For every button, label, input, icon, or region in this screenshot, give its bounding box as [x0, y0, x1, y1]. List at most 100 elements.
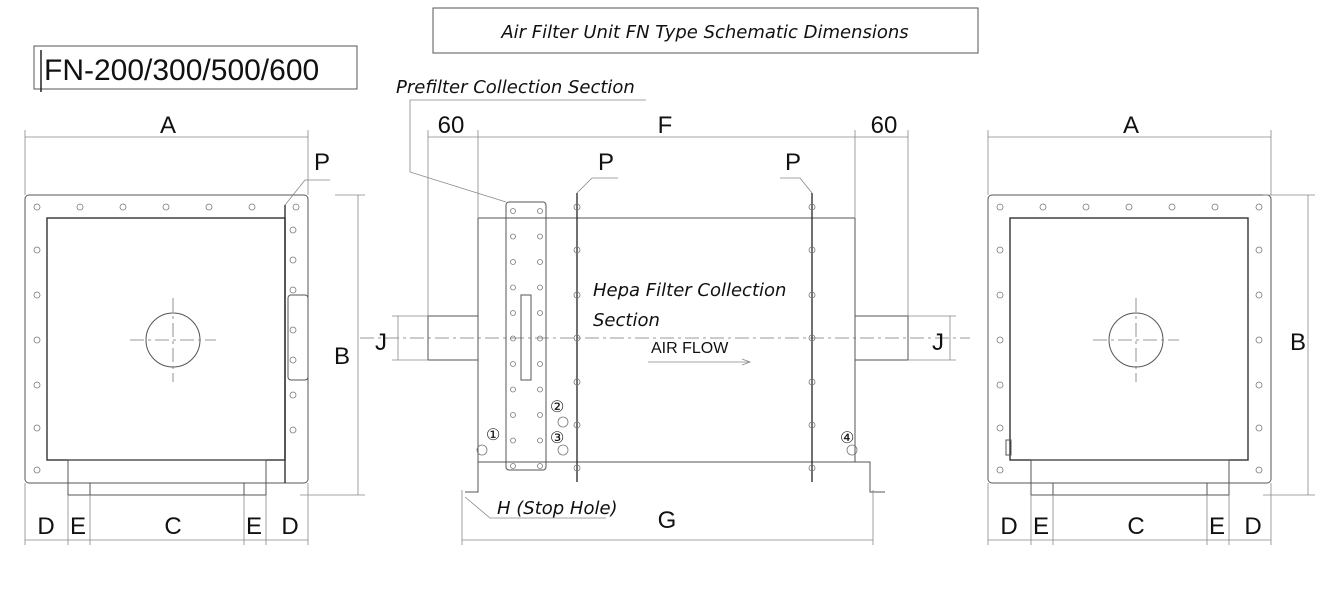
port-3: ③ — [550, 430, 564, 447]
bolt-icon — [205, 203, 213, 211]
bolt-icon — [289, 326, 297, 334]
bolt-icon — [537, 259, 543, 265]
bolt-icon — [510, 335, 516, 342]
prefilter-callout: Prefilter Collection Section — [396, 77, 635, 98]
bolt-icon — [510, 284, 516, 291]
hepa-callout-line1: Hepa Filter Collection — [593, 280, 786, 301]
dim-b-right: B — [1290, 329, 1306, 356]
bolt-icon — [510, 361, 516, 367]
bolt-icon — [573, 291, 581, 299]
dim-b-left: B — [334, 343, 350, 370]
prefilter-panel — [505, 201, 547, 471]
bolt-icon — [119, 203, 127, 211]
bolt-icon — [33, 424, 41, 432]
dim-p-mid-right: P — [785, 149, 801, 176]
bolt-icon — [289, 286, 297, 294]
bolt-icon — [33, 291, 41, 299]
bolt-icon — [996, 424, 1004, 432]
dim-j-left: J — [375, 329, 387, 356]
dim-60-right: 60 — [871, 112, 898, 139]
port-4: ④ — [840, 430, 854, 447]
bolt-icon — [1255, 203, 1263, 211]
bolt-icon — [1039, 203, 1047, 211]
bolt-icon — [33, 336, 41, 344]
dim-f: F — [658, 112, 673, 139]
model-label: FN-200/300/500/600 — [44, 54, 319, 87]
dim-p-left: P — [314, 149, 330, 176]
bolt-icon — [1211, 203, 1219, 211]
bolt-icon — [808, 464, 816, 472]
bolt-icon — [510, 463, 516, 469]
bolt-icon — [1255, 466, 1263, 474]
bolt-icon — [289, 391, 297, 399]
dim-g: G — [658, 507, 677, 534]
bolt-icon — [537, 463, 543, 469]
bolt-icon — [1255, 424, 1263, 432]
bolt-icon — [573, 464, 581, 472]
dim-e-right-r: E — [1209, 513, 1225, 540]
bolt-icon — [162, 203, 170, 211]
port-1: ① — [486, 427, 500, 444]
bolt-icon — [573, 203, 581, 211]
bolt-icon — [808, 246, 816, 254]
bolt-icon — [537, 361, 543, 367]
bolt-icon — [537, 284, 543, 291]
bolt-icon — [510, 437, 516, 444]
dim-e-left-r: E — [1033, 513, 1049, 540]
dim-a-right: A — [1123, 112, 1139, 139]
bolt-icon — [537, 412, 543, 418]
bolt-icon — [808, 291, 816, 299]
left-end-view: P A B D E C E D — [24, 112, 365, 545]
bolt-icon — [808, 334, 816, 342]
dim-60-left: 60 — [438, 112, 465, 139]
bolt-icon — [1255, 291, 1263, 299]
bolt-icon — [476, 444, 488, 456]
bolt-icon — [996, 381, 1004, 389]
bolt-icon — [573, 378, 581, 386]
airflow-label: AIR FLOW — [651, 340, 729, 357]
dim-c: C — [164, 513, 181, 540]
bolt-icon — [510, 208, 516, 214]
bolt-icon — [289, 226, 297, 234]
bolt-icon — [557, 444, 569, 456]
bolt-icon — [996, 466, 1004, 474]
title-box: Air Filter Unit FN Type Schematic Dimens… — [432, 7, 979, 54]
bolt-icon — [537, 437, 543, 444]
bolt-icon — [33, 246, 41, 254]
bolt-icon — [846, 444, 858, 456]
drawing-title: Air Filter Unit FN Type Schematic Dimens… — [500, 22, 908, 43]
bolt-icon — [573, 246, 581, 254]
bolt-icon — [510, 259, 516, 265]
bolt-icon — [1255, 336, 1263, 344]
dim-d-right-r: D — [1244, 513, 1261, 540]
port-2: ② — [550, 399, 564, 416]
bolt-icon — [808, 378, 816, 386]
bolt-icon — [573, 334, 581, 342]
bolt-icon — [248, 203, 256, 211]
bolt-icon — [537, 233, 543, 240]
dim-a-left: A — [160, 112, 176, 139]
dim-e-right: E — [246, 513, 262, 540]
stop-hole-callout: H (Stop Hole) — [497, 498, 618, 519]
bolt-icon — [292, 203, 300, 211]
bolt-icon — [537, 208, 543, 214]
bolt-icon — [33, 466, 41, 474]
dim-c-r: C — [1127, 513, 1144, 540]
bolt-icon — [510, 412, 516, 418]
airflow-arrow-icon — [648, 358, 752, 366]
dim-p-mid-left: P — [598, 149, 614, 176]
bolt-icon — [1082, 203, 1090, 211]
bolt-icon — [289, 356, 297, 364]
bolt-icon — [996, 246, 1004, 254]
model-box: FN-200/300/500/600 — [33, 45, 358, 92]
bolt-icon — [537, 386, 543, 393]
bolt-icon — [557, 416, 569, 428]
bolt-icon — [33, 203, 41, 211]
right-end-view: A B D E C E D — [987, 112, 1315, 545]
dim-e-left: E — [70, 513, 86, 540]
bolt-icon — [289, 256, 297, 264]
bolt-icon — [76, 203, 84, 211]
bolt-icon — [1255, 381, 1263, 389]
bolt-icon — [808, 203, 816, 211]
